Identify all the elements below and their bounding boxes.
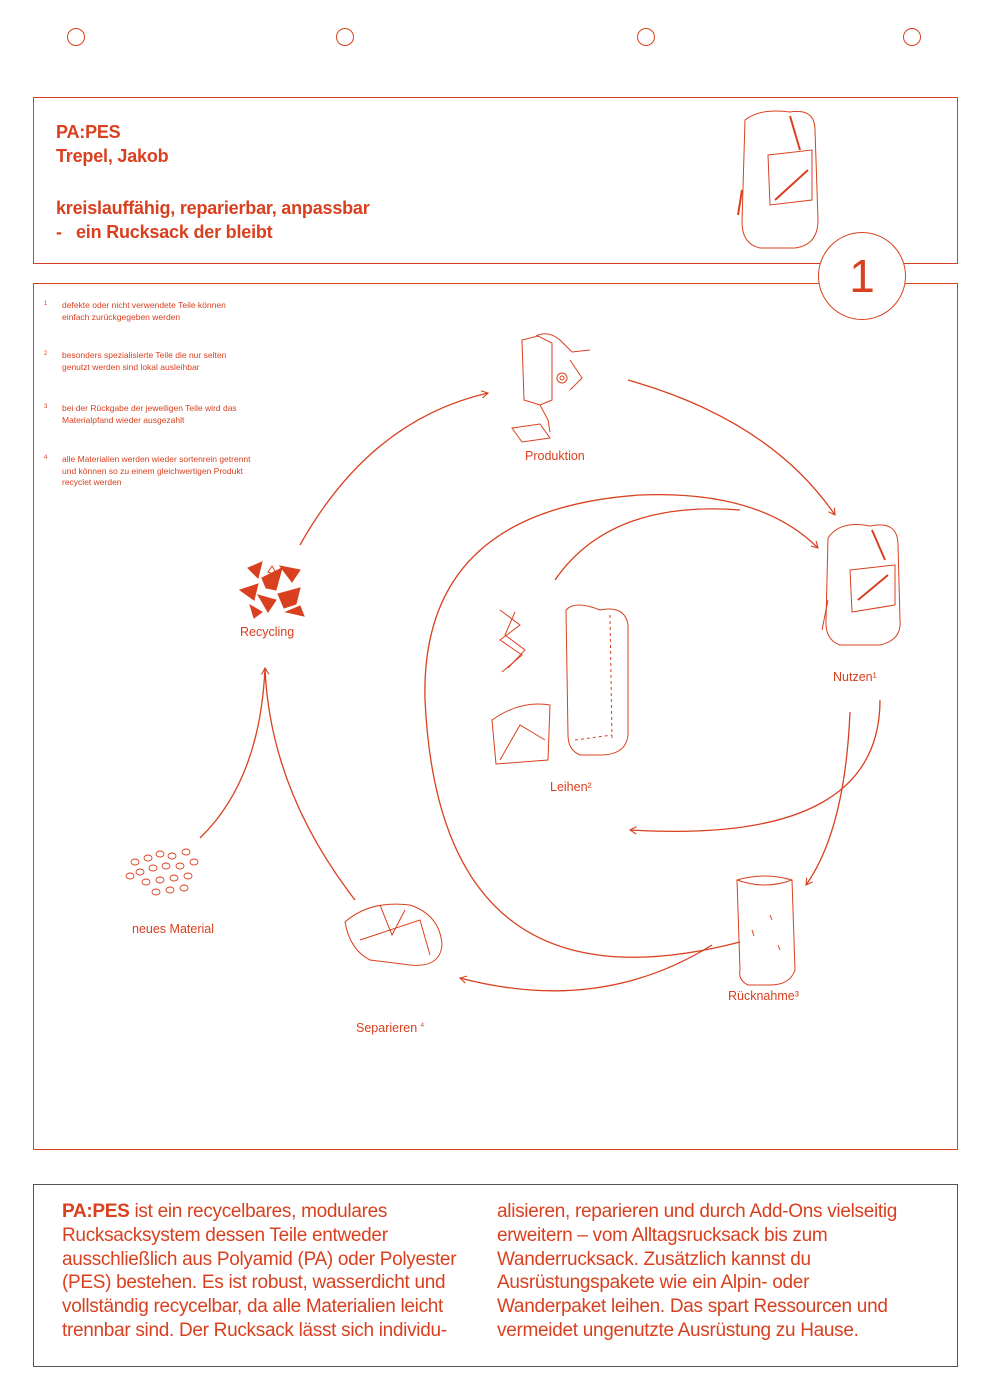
diagram-box [33,283,958,1150]
label-recycling: Recycling [240,625,295,639]
footnote-number: 1 [44,301,48,307]
footnote-text: besonders spezialisierte Teile die nur s… [62,350,227,372]
footnote-number: 2 [44,351,48,357]
label-ruecknahme: Rücknahme³ [728,989,799,1003]
label-nutzen: Nutzen¹ [833,670,877,684]
author-name: Trepel, Jakob [56,146,169,166]
description-column-1: PA:PES ist ein recycelbares, modulares R… [62,1200,482,1343]
recycling-shred-icon [238,561,305,619]
arrow-produktion-nutzen [627,379,836,516]
tagline: kreislauffähig, reparierbar, anpassbar [56,198,370,218]
label-separieren: Separieren 4 [356,1021,424,1035]
binder-hole [637,28,655,46]
description-box [33,1184,958,1367]
footnote-text: defekte oder nicht verwendete Teile könn… [62,300,226,322]
rental-gear-icon [491,604,629,765]
arrow-recycling-produktion [299,390,490,546]
sewing-machine-icon [511,333,591,443]
arrow-material-recycling [199,667,266,839]
arrow-ruecknahme-leihen [628,699,881,835]
label-separieren-sup: 4 [420,1022,424,1029]
arrow-leihen-nutzen [554,508,741,581]
footnote-number: 4 [44,455,48,461]
header-box [33,97,958,264]
label-produktion: Produktion [525,449,585,463]
arrow-ruecknahme-separieren [458,944,713,992]
subtitle: ein Rucksack der bleibt [76,222,273,242]
footnote-text: bei der Rückgabe der jeweiligen Teile wi… [62,403,237,425]
separated-parts-icon [344,903,443,966]
label-leihen: Leihen² [550,780,592,794]
binder-hole [336,28,354,46]
label-separieren-text: Separieren [356,1021,418,1035]
returned-bag-icon [736,875,796,986]
tagline-dash: - [56,222,62,242]
footnote-text: alle Materialien werden wieder sortenrei… [62,454,251,487]
description-text-1: ist ein recycelbares, modulares Rucksack… [62,1201,457,1341]
inner-circle-arc [424,493,819,958]
binder-hole [67,28,85,46]
footnote-number: 3 [44,404,48,410]
label-neues-material: neues Material [132,922,214,936]
arrow-nutzen-ruecknahme [805,711,851,886]
description-column-2: alisieren, reparieren und durch Add-Ons … [497,1201,898,1341]
binder-hole [903,28,921,46]
page-number-badge: 1 [818,232,906,320]
page-number: 1 [849,250,875,302]
description-brand: PA:PES [62,1201,130,1222]
granules-icon [125,848,199,896]
backpack-header-icon [737,110,819,249]
project-title: PA:PES [56,122,121,142]
backpack-icon [821,524,901,646]
arrow-separieren-recycling [261,666,356,901]
